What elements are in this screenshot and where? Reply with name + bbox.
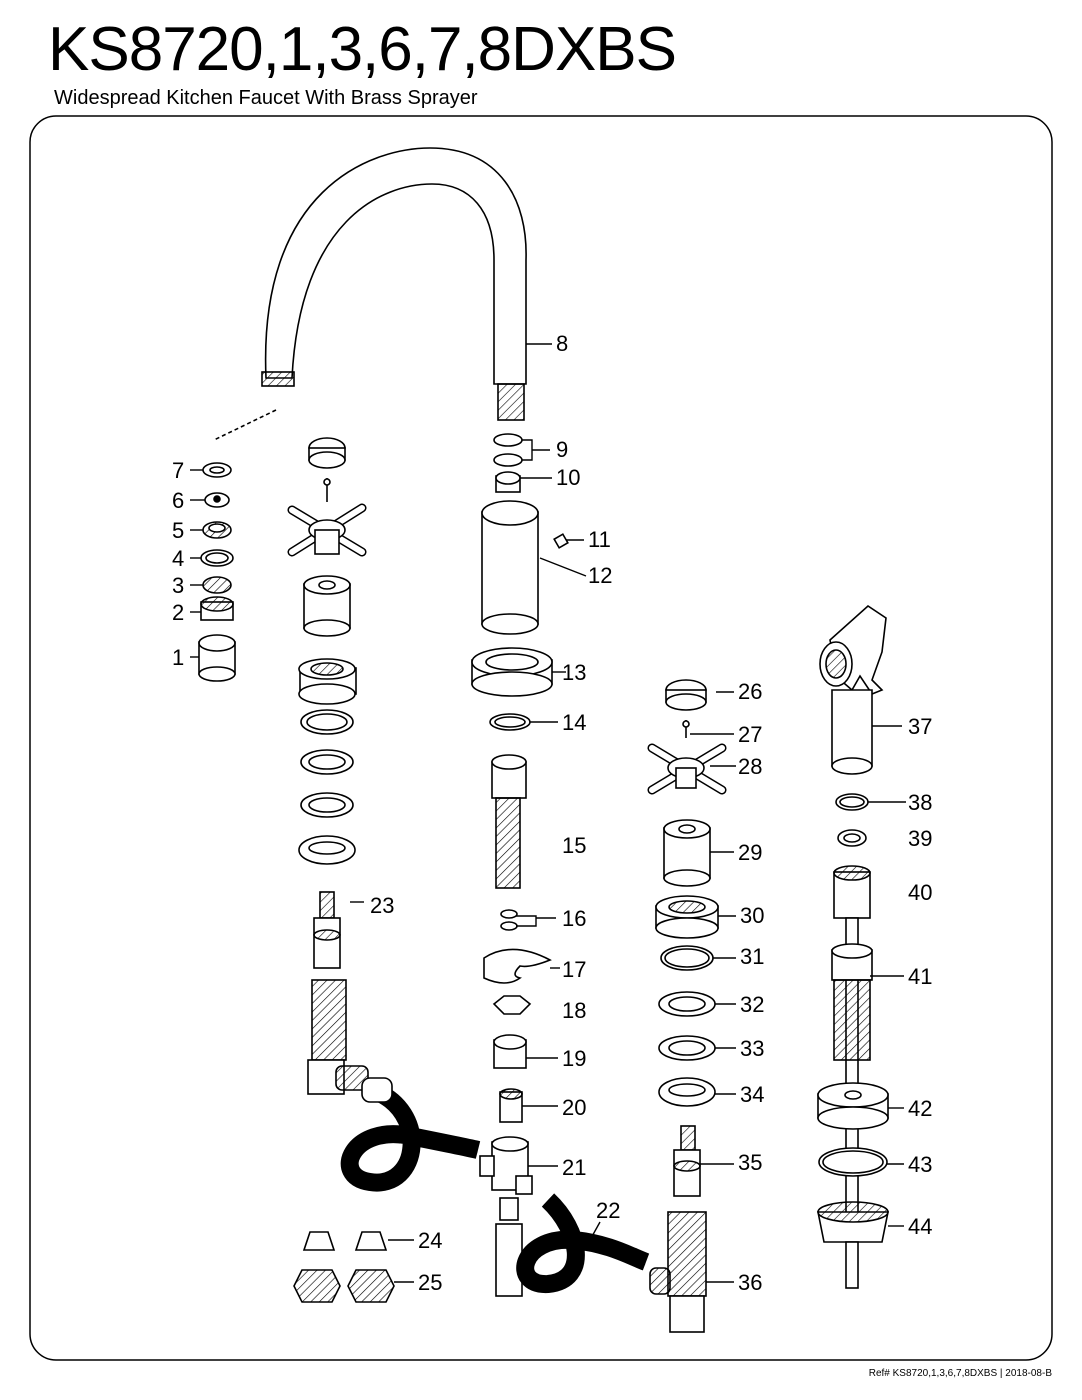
spout-thread [497, 383, 525, 421]
callout-32: 32 [740, 992, 764, 1017]
callout-40: 40 [908, 880, 932, 905]
center-spout-assembly [471, 433, 569, 1297]
callout-12: 12 [588, 563, 612, 588]
callout-44: 44 [908, 1214, 932, 1239]
spout [264, 147, 527, 385]
callout-23: 23 [370, 893, 394, 918]
callout-3: 3 [172, 573, 184, 598]
callout-9: 9 [556, 437, 568, 462]
leader-lines [190, 343, 906, 1283]
callout-38: 38 [908, 790, 932, 815]
callout-35: 35 [738, 1150, 762, 1175]
callout-28: 28 [738, 754, 762, 779]
callout-34: 34 [740, 1082, 764, 1107]
callout-4: 4 [172, 546, 184, 571]
sprayer-assembly [817, 604, 889, 1289]
callout-25: 25 [418, 1270, 442, 1295]
callout-14: 14 [562, 710, 586, 735]
callout-19: 19 [562, 1046, 586, 1071]
model-number-title: KS8720,1,3,6,7,8DXBS [48, 15, 677, 84]
callout-10: 10 [556, 465, 580, 490]
callout-labels: 1 2 3 4 5 6 7 8 9 10 11 12 13 14 15 16 1… [172, 331, 932, 1295]
callout-39: 39 [908, 826, 932, 851]
callout-42: 42 [908, 1096, 932, 1121]
callout-24: 24 [418, 1228, 442, 1253]
callout-18: 18 [562, 998, 586, 1023]
callout-15: 15 [562, 833, 586, 858]
callout-1: 1 [172, 645, 184, 670]
callout-22: 22 [596, 1198, 620, 1223]
cold-valve-assembly [647, 679, 727, 1333]
callout-6: 6 [172, 488, 184, 513]
callout-8: 8 [556, 331, 568, 356]
callout-2: 2 [172, 600, 184, 625]
callout-41: 41 [908, 964, 932, 989]
callout-43: 43 [908, 1152, 932, 1177]
callout-21: 21 [562, 1155, 586, 1180]
diagram-frame [29, 115, 1053, 1361]
callout-29: 29 [738, 840, 762, 865]
callout-13: 13 [562, 660, 586, 685]
callout-31: 31 [740, 944, 764, 969]
product-subtitle: Widespread Kitchen Faucet With Brass Spr… [54, 87, 478, 109]
callout-7: 7 [172, 458, 184, 483]
reference-footer: Ref# KS8720,1,3,6,7,8DXBS | 2018-08-B [868, 1368, 1052, 1379]
callout-33: 33 [740, 1036, 764, 1061]
callout-36: 36 [738, 1270, 762, 1295]
callout-37: 37 [908, 714, 932, 739]
aerator-assembly [198, 462, 236, 682]
callout-16: 16 [562, 906, 586, 931]
callout-26: 26 [738, 679, 762, 704]
callout-27: 27 [738, 722, 762, 747]
callout-5: 5 [172, 518, 184, 543]
callout-11: 11 [588, 527, 611, 552]
callout-20: 20 [562, 1095, 586, 1120]
compression-fittings [293, 1231, 395, 1303]
callout-30: 30 [740, 903, 764, 928]
callout-17: 17 [562, 957, 586, 982]
hot-valve-assembly [287, 437, 369, 1095]
